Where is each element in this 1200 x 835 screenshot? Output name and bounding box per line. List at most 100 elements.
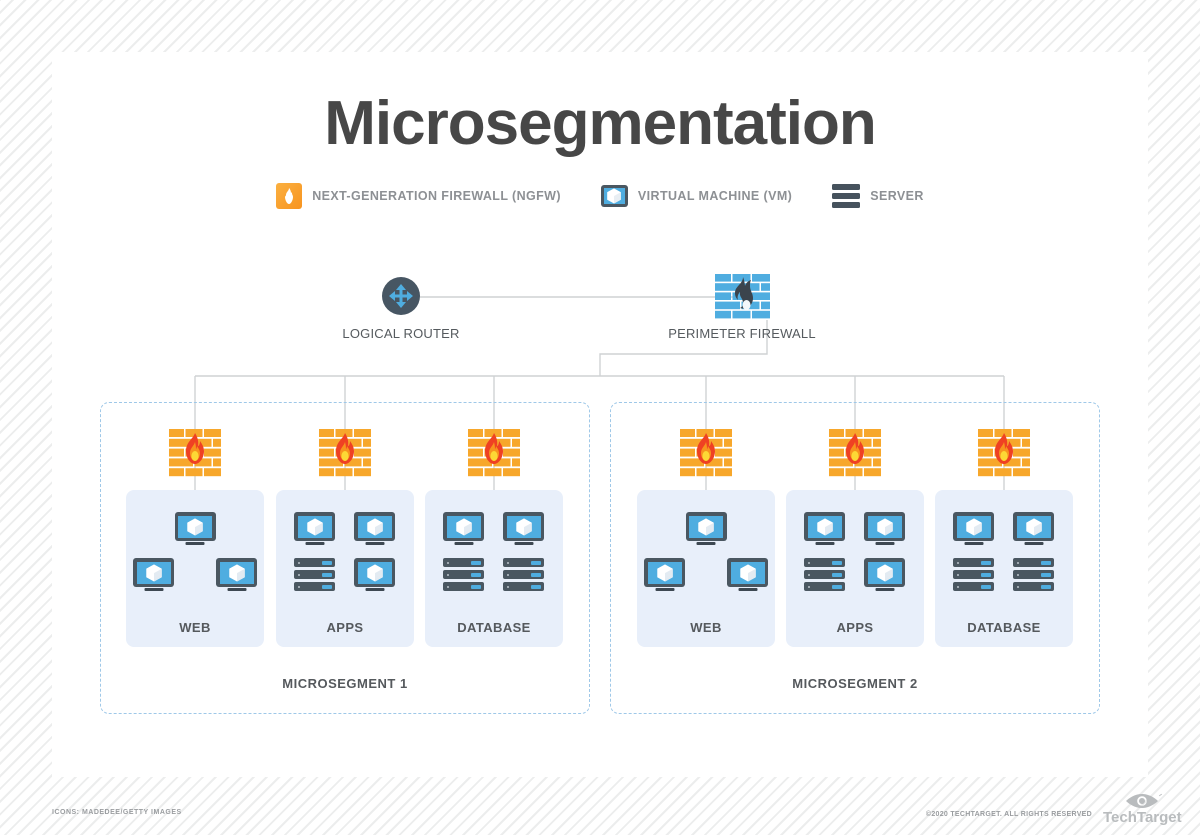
server-bar	[1013, 570, 1054, 579]
logical-router-icon	[382, 277, 420, 315]
virtual-machine-icon	[133, 558, 174, 591]
tier-label: APPS	[836, 620, 874, 635]
virtual-machine-icon	[354, 558, 395, 591]
cube-glyph	[145, 564, 162, 581]
brick-wall-flame-glyph	[169, 429, 221, 477]
server-bar	[503, 582, 544, 591]
server-bar	[804, 570, 845, 579]
brick-wall-flame-glyph	[680, 429, 732, 477]
perimeter-firewall-label: PERIMETER FIREWALL	[668, 326, 816, 341]
ngfw-firewall-icon-seg1-apps	[319, 429, 371, 477]
diagram-card: Microsegmentation NEXT-GENERATION FIREWA…	[52, 52, 1148, 777]
microsegment-1: MICROSEGMENT 1	[100, 402, 590, 714]
legend-label-vm: VIRTUAL MACHINE (VM)	[637, 189, 793, 203]
server-icon	[294, 558, 335, 591]
wire-firewall-to-bus	[599, 320, 768, 376]
server-bar	[294, 570, 335, 579]
brick-wall-flame-glyph	[319, 429, 371, 477]
virtual-machine-icon	[727, 558, 768, 591]
server-bar	[503, 558, 544, 567]
virtual-machine-icon	[864, 512, 905, 545]
virtual-machine-icon	[503, 512, 544, 545]
tier-seg2-database: DATABASE	[935, 490, 1073, 647]
server-bar	[443, 582, 484, 591]
virtual-machine-icon	[1013, 512, 1054, 545]
tier-seg2-apps: APPS	[786, 490, 924, 647]
tier-seg1-web: WEB	[126, 490, 264, 647]
tier-seg2-web: WEB	[637, 490, 775, 647]
ngfw-firewall-icon-seg1-web	[169, 429, 221, 477]
perimeter-firewall-icon	[715, 274, 770, 319]
device-grid	[637, 512, 775, 612]
server-bar	[832, 202, 861, 208]
tier-seg1-database: DATABASE	[425, 490, 563, 647]
legend-label-server: SERVER	[870, 189, 924, 203]
server-bar	[832, 184, 861, 190]
tier-label: DATABASE	[457, 620, 531, 635]
tier-label: APPS	[326, 620, 364, 635]
device-grid	[935, 512, 1073, 612]
tier-label: DATABASE	[967, 620, 1041, 635]
device-grid	[425, 512, 563, 612]
copyright-notice: ©2020 TECHTARGET. ALL RIGHTS RESERVED	[925, 811, 1092, 818]
server-bar	[1013, 558, 1054, 567]
ngfw-firewall-icon-seg1-database	[468, 429, 520, 477]
ngfw-firewall-icon	[276, 183, 303, 209]
microsegment-2-label: MICROSEGMENT 2	[792, 676, 918, 691]
cube-glyph	[698, 518, 714, 535]
legend: NEXT-GENERATION FIREWALL (NGFW) VIRTUAL …	[52, 183, 1148, 209]
server-bar	[804, 558, 845, 567]
legend-item-ngfw: NEXT-GENERATION FIREWALL (NGFW)	[276, 183, 561, 209]
tier-label: WEB	[179, 620, 211, 635]
cube-glyph	[455, 518, 472, 535]
ngfw-firewall-icon-seg2-database	[978, 429, 1030, 477]
server-bar	[953, 570, 994, 579]
virtual-machine-icon	[600, 185, 628, 207]
page-title: Microsegmentation	[324, 89, 876, 158]
legend-label-ngfw: NEXT-GENERATION FIREWALL (NGFW)	[312, 189, 561, 203]
brick-wall-flame-glyph	[829, 429, 881, 477]
brick-wall-flame-glyph	[978, 429, 1030, 477]
virtual-machine-icon	[804, 512, 845, 545]
cube-glyph	[816, 518, 833, 535]
cube-glyph	[515, 518, 532, 535]
virtual-machine-icon	[216, 558, 257, 591]
server-icon	[804, 558, 845, 591]
server-icon	[503, 558, 544, 591]
cube-glyph	[366, 564, 383, 581]
cube-glyph	[607, 188, 622, 204]
server-bar	[953, 582, 994, 591]
server-bar	[443, 570, 484, 579]
cube-glyph	[965, 518, 982, 535]
logical-router-label: LOGICAL ROUTER	[342, 326, 460, 341]
server-bar	[1013, 582, 1054, 591]
server-bar	[443, 558, 484, 567]
cube-glyph	[306, 518, 323, 535]
flame-glyph	[285, 188, 294, 204]
server-bar	[294, 558, 335, 567]
four-way-arrows-glyph	[389, 284, 413, 308]
virtual-machine-icon	[953, 512, 994, 545]
device-grid	[276, 512, 414, 612]
server-icon	[832, 184, 861, 208]
techtarget-logo: TechTarget	[1103, 793, 1182, 826]
virtual-machine-icon	[685, 512, 727, 545]
cube-glyph	[876, 518, 893, 535]
brick-wall-flame-glyph	[468, 429, 520, 477]
cube-glyph	[228, 564, 245, 581]
ngfw-firewall-icon-seg2-apps	[829, 429, 881, 477]
microsegment-1-label: MICROSEGMENT 1	[282, 676, 408, 691]
legend-item-server: SERVER	[832, 184, 924, 208]
cube-glyph	[739, 564, 756, 581]
tier-label: WEB	[690, 620, 722, 635]
virtual-machine-icon	[354, 512, 395, 545]
server-bar	[953, 558, 994, 567]
cube-glyph	[1025, 518, 1042, 535]
virtual-machine-icon	[294, 512, 335, 545]
server-bar	[804, 582, 845, 591]
icon-credit: ICONS: MADEDEE/GETTY IMAGES	[52, 809, 182, 816]
virtual-machine-icon	[174, 512, 216, 545]
ngfw-firewall-icon-seg2-web	[680, 429, 732, 477]
microsegment-2: MICROSEGMENT 2	[610, 402, 1100, 714]
server-icon	[443, 558, 484, 591]
